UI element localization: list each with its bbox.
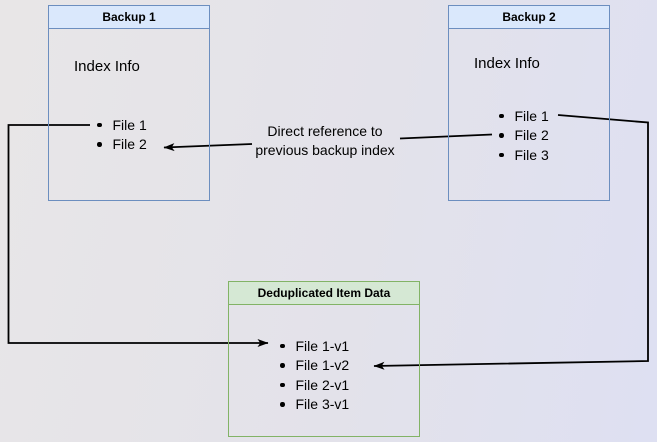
- annotation-line2: previous backup index: [255, 142, 395, 158]
- list-item: File 2: [499, 126, 549, 146]
- bullet-icon: [97, 142, 102, 147]
- list-item: File 1-v2: [280, 356, 349, 376]
- bullet-icon: [97, 122, 102, 127]
- backup2-title: Backup 2: [502, 10, 556, 24]
- list-item: File 2-v1: [280, 375, 349, 395]
- file-version-label: File 3-v1: [295, 396, 350, 413]
- dedup-box: Deduplicated Item Data File 1-v1 File 1-…: [228, 281, 420, 437]
- bullet-icon: [280, 382, 285, 387]
- file-version-label: File 2-v1: [295, 376, 350, 393]
- bullet-icon: [499, 152, 504, 157]
- list-item: File 1: [499, 106, 549, 126]
- file-version-label: File 1-v2: [295, 357, 350, 374]
- file-version-label: File 1-v1: [295, 337, 350, 354]
- bullet-icon: [280, 402, 285, 407]
- list-item: File 2: [97, 135, 147, 155]
- list-item: File 1: [97, 115, 147, 135]
- bullet-icon: [280, 363, 285, 368]
- backup2-box: Backup 2 Index Info File 1 File 2 File 3: [448, 5, 610, 201]
- reference-annotation: Direct reference to previous backup inde…: [234, 122, 416, 160]
- dedup-title: Deduplicated Item Data: [257, 286, 391, 300]
- bullet-icon: [499, 133, 504, 138]
- bullet-icon: [280, 343, 285, 348]
- file-label: File 2: [112, 136, 147, 153]
- backup1-header: Backup 1: [49, 6, 209, 29]
- annotation-line1: Direct reference to: [267, 123, 383, 139]
- bullet-icon: [499, 113, 504, 118]
- dedup-item-list: File 1-v1 File 1-v2 File 2-v1 File 3-v1: [280, 336, 349, 414]
- file-label: File 3: [514, 146, 549, 163]
- file-label: File 1: [514, 107, 549, 124]
- file-label: File 1: [112, 116, 147, 133]
- backup2-header: Backup 2: [449, 6, 609, 29]
- list-item: File 1-v1: [280, 336, 349, 356]
- backup1-file-list: File 1 File 2: [97, 115, 147, 154]
- list-item: File 3-v1: [280, 395, 349, 415]
- file-label: File 2: [514, 127, 549, 144]
- backup2-subtitle: Index Info: [474, 55, 540, 72]
- backup2-file-list: File 1 File 2 File 3: [499, 106, 549, 165]
- backup1-box: Backup 1 Index Info File 1 File 2: [48, 5, 210, 201]
- dedup-header: Deduplicated Item Data: [229, 282, 419, 305]
- backup1-title: Backup 1: [102, 10, 156, 24]
- backup1-subtitle: Index Info: [74, 58, 140, 75]
- list-item: File 3: [499, 145, 549, 165]
